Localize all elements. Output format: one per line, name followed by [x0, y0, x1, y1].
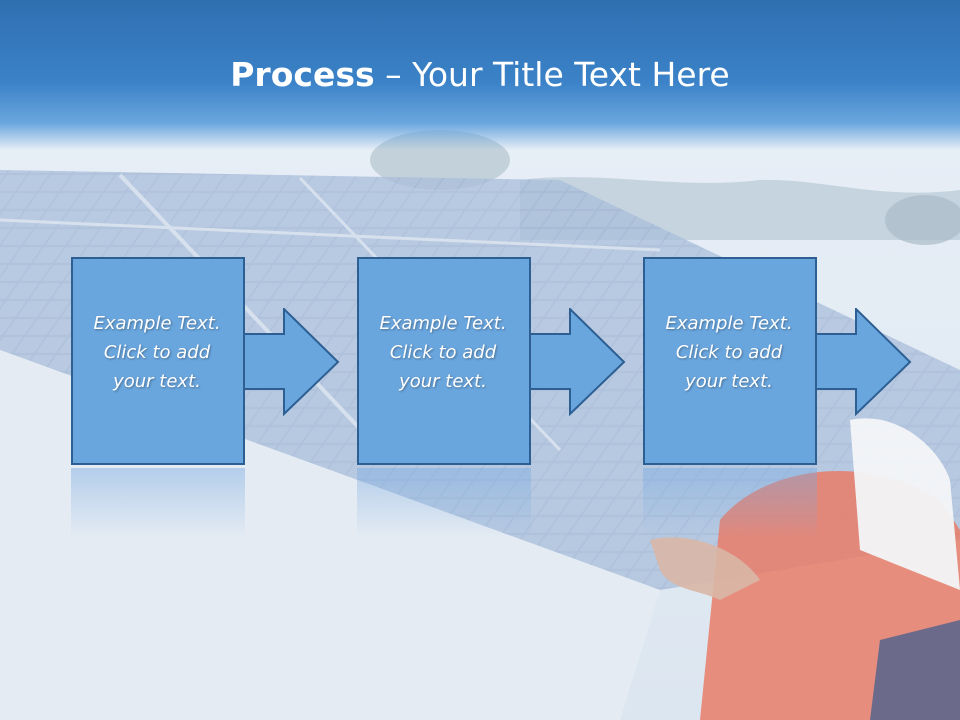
step-3-reflection [643, 468, 817, 538]
title-bold: Process [230, 55, 375, 94]
step-1-box[interactable]: Example Text. Click to add your text. [71, 257, 245, 465]
step-2-reflection [357, 468, 531, 538]
step-2-arrow-icon [530, 308, 626, 416]
slide-title[interactable]: Process – Your Title Text Here [0, 52, 960, 98]
title-rest: – Your Title Text Here [374, 55, 730, 94]
step-3-shape [643, 257, 817, 465]
step-3-box[interactable]: Example Text. Click to add your text. [643, 257, 817, 465]
title-band [0, 0, 960, 150]
step-1-shape [71, 257, 245, 465]
step-2-text[interactable]: Example Text. Click to add your text. [379, 313, 507, 392]
step-1-reflection [71, 468, 245, 538]
step-3-arrow-icon [816, 308, 912, 416]
step-3-text[interactable]: Example Text. Click to add your text. [665, 313, 793, 392]
step-1-arrow-icon [244, 308, 340, 416]
step-2-box[interactable]: Example Text. Click to add your text. [357, 257, 531, 465]
step-1-text[interactable]: Example Text. Click to add your text. [93, 313, 221, 392]
step-2-shape [357, 257, 531, 465]
